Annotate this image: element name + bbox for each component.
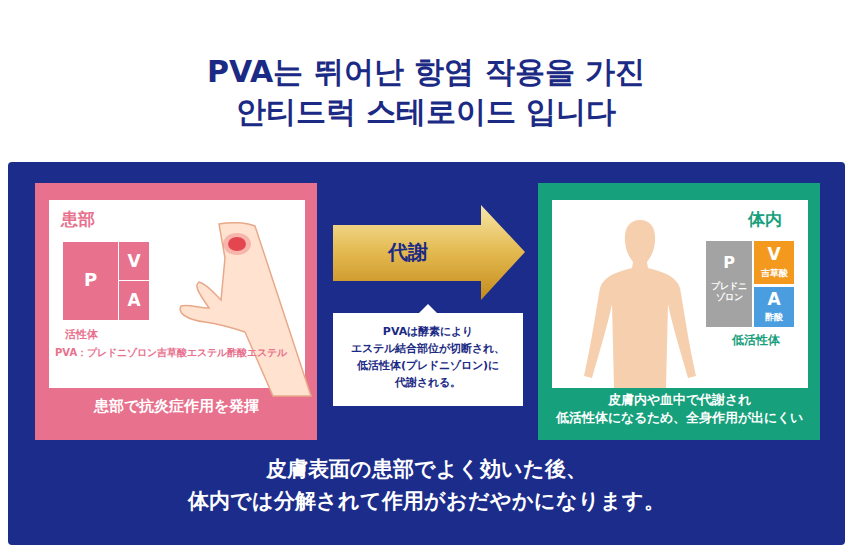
- a-block: A: [119, 281, 149, 320]
- node-text: A: [119, 289, 149, 311]
- node-text: PVA：プレドニゾロン吉草酸エステル酢酸エステル: [55, 346, 301, 359]
- node-text: 患部で抗炎症作用を発揮: [35, 396, 317, 416]
- node-text: 活性体: [65, 328, 125, 342]
- title: PVA는 뛰어난 항염 작용을 가진 안티드럭 스테로이드 입니다: [146, 52, 706, 132]
- node-text: 低活性体: [716, 332, 796, 348]
- node-text: A: [754, 289, 794, 310]
- node-text: 代謝: [333, 238, 483, 266]
- gold-arrow: [333, 205, 525, 300]
- node-text: PVAは酵素により エステル結合部位が切断され、 低活性体(プレドニゾロン)に …: [341, 323, 515, 391]
- node-text: 吉草酸: [754, 267, 794, 279]
- node-text: 体内: [748, 208, 804, 230]
- node-text: P: [706, 253, 752, 273]
- v-block: V: [119, 242, 149, 280]
- node-text: 患部: [61, 208, 121, 230]
- affected-area-box: 患部で抗炎症作用を発揮 患部活性体 PVA：プレドニゾロン吉草酸エステル酢酸エステル…: [35, 183, 317, 440]
- metabolism-arrow: 代謝: [333, 205, 525, 300]
- main-panel: 皮膚表面の患部でよく効いた後、 体内では分解されて作用がおだやかになります。 患部…: [8, 162, 845, 545]
- node-text: V: [119, 250, 149, 272]
- callout-box: PVAは酵素により エステル結合部位が切断され、 低活性体(プレドニゾロン)に …: [333, 313, 523, 406]
- a-block: A酢酸: [754, 287, 794, 327]
- p-block: P プレドニ ゾロン: [706, 241, 752, 327]
- node-text: P: [63, 269, 118, 291]
- body-card: 体内低活性体 P プレドニ ゾロンV 吉草酸 A酢酸: [552, 200, 808, 388]
- v-block: V 吉草酸: [754, 241, 794, 284]
- node-text: V: [754, 244, 794, 265]
- node-text: 酢酸: [754, 311, 794, 323]
- p-block: P: [63, 242, 118, 320]
- node-text: 皮膚表面の患部でよく効いた後、 体内では分解されて作用がおだやかになります。: [146, 453, 706, 517]
- affected-area-card: 患部活性体 PVA：プレドニゾロン吉草酸エステル酢酸エステル PVA: [49, 200, 305, 388]
- body-box: 皮膚内や血中で代謝され 低活性体になるため、全身作用が出にくい 体内低活性体 P プレ…: [538, 183, 820, 440]
- node-text: 皮膚内や血中で代謝され 低活性体になるため、全身作用が出にくい: [542, 391, 816, 427]
- node-text: プレドニ ゾロン: [706, 281, 752, 303]
